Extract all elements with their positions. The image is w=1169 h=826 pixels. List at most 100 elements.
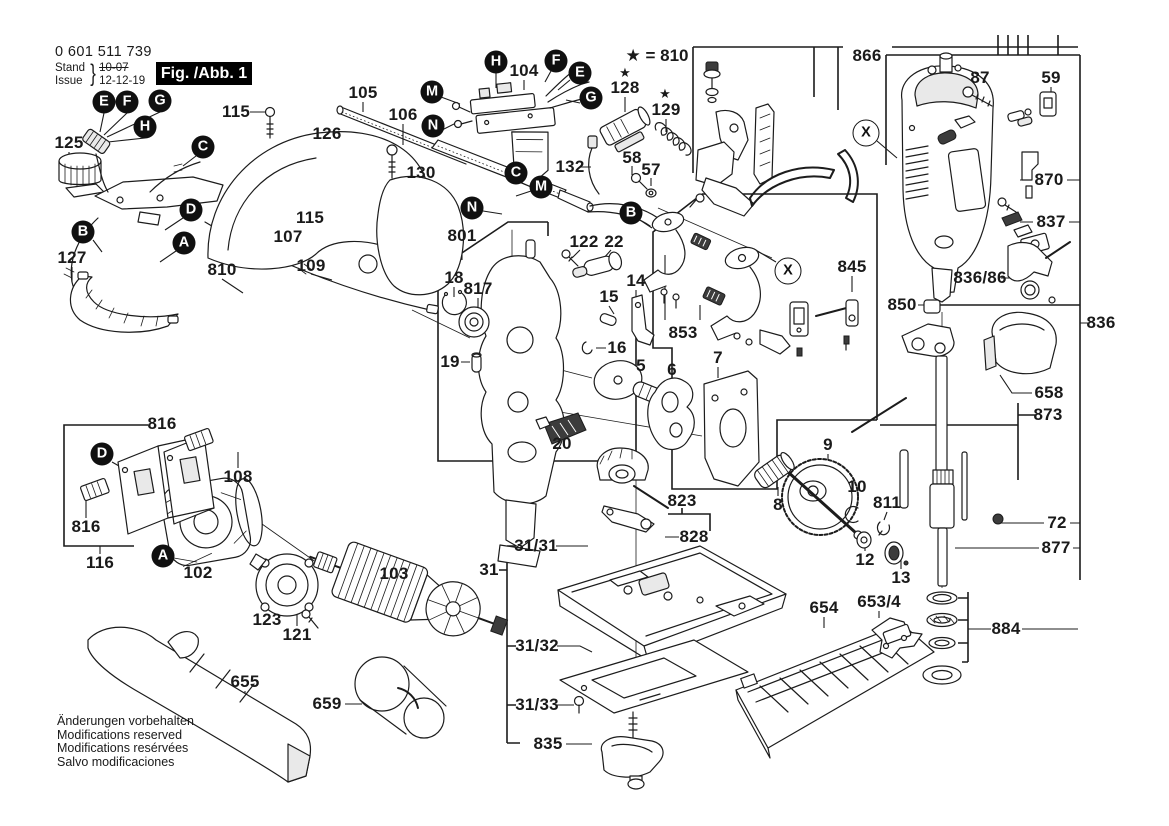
issue-label: Issue: [55, 74, 83, 87]
part-label-72: 72: [1047, 513, 1067, 532]
part-label-884: 884: [991, 619, 1021, 638]
callout-C: C: [191, 135, 215, 159]
figure-title-badge: Fig. /Abb. 1: [156, 62, 252, 85]
part-label-57: 57: [641, 160, 661, 179]
part-label-129: 129: [651, 100, 681, 119]
part-835-clamp: [600, 711, 664, 790]
brace-glyph: }: [90, 60, 96, 88]
part-label-5: 5: [636, 356, 646, 375]
part-label-836: 836: [1086, 313, 1116, 332]
part-115-screw-top: [264, 106, 276, 139]
part-58-57-screw-washer: [630, 172, 657, 198]
callout-G: G: [579, 86, 603, 110]
star-marker-1: ★: [619, 65, 631, 80]
part-31-33-screw: [573, 695, 585, 714]
document-part-number: 0 601 511 739: [55, 44, 152, 60]
part-653-4-adapter: [871, 617, 923, 659]
callout-A: A: [151, 544, 175, 568]
callout-H: H: [484, 50, 508, 74]
part-label-103: 103: [379, 564, 409, 583]
part-label-115: 115: [295, 208, 325, 227]
part-128-slider: [599, 106, 651, 153]
footer-disclaimer: Änderungen vorbehalten Modifications res…: [57, 714, 194, 769]
stand-label: Stand: [55, 62, 86, 74]
part-19-pin: [471, 352, 482, 373]
part-label-18: 18: [444, 268, 464, 287]
callout-C: C: [504, 161, 528, 185]
part-845-group: [789, 299, 859, 357]
part-label-816: 816: [71, 517, 101, 536]
part-655-nozzle: [87, 626, 312, 783]
part-label-817: 817: [463, 279, 493, 298]
part-label-9: 9: [823, 435, 833, 454]
part-label-102: 102: [183, 563, 213, 582]
callout-F: F: [115, 90, 139, 114]
part-label-12: 12: [855, 550, 875, 569]
part-label-122: 122: [569, 232, 599, 251]
part-870-brush-holder: [1021, 151, 1039, 199]
part-label-7: 7: [713, 348, 723, 367]
part-label-877: 877: [1041, 538, 1071, 557]
part-658-cover: [983, 311, 1057, 375]
part-828-roller-lever: [601, 505, 655, 533]
part-label-866: 866: [852, 46, 882, 65]
part-659-adapter: [354, 656, 447, 739]
part-label-8: 8: [773, 495, 783, 514]
part-873-plunger: [851, 299, 1004, 587]
part-label-108: 108: [223, 467, 253, 486]
part-label-816: 816: [147, 414, 177, 433]
part-label-658: 658: [1034, 383, 1064, 402]
part-850-motor: [901, 52, 994, 303]
part-label-106: 106: [388, 105, 418, 124]
part-label-20: 20: [552, 434, 572, 453]
part-label-19: 19: [440, 352, 460, 371]
part-20-wedge: [535, 412, 587, 445]
part-123-bearing-flange: [249, 553, 319, 617]
part-label-811: 811: [872, 493, 902, 512]
part-label-810: 810: [207, 260, 237, 279]
part-label-31-31: 31/31: [514, 536, 558, 555]
part-label-31: 31: [479, 560, 499, 579]
part-label-845: 845: [837, 257, 867, 276]
issue-value: 12-12-19: [99, 74, 146, 87]
part-6-lever: [647, 377, 695, 450]
part-label-653-4: 653/4: [857, 592, 901, 611]
callout-X: X: [852, 119, 880, 147]
part-label-873: 873: [1033, 405, 1063, 424]
callout-B: B: [71, 220, 95, 244]
part-31-31-base-assembly: [557, 545, 787, 661]
part-label-13: 13: [891, 568, 911, 587]
part-884-washer-stack: [922, 591, 962, 685]
part-label-123: 123: [252, 610, 282, 629]
part-87-screw: [937, 86, 1032, 145]
part-116-brush-assembly: [80, 427, 215, 535]
part-10-12-13-811-washers: [844, 505, 909, 566]
part-59-contact: [1017, 91, 1057, 127]
part-label-87: 87: [970, 68, 990, 87]
part-label-850: 850: [887, 295, 917, 314]
part-label-655: 655: [230, 672, 260, 691]
part-8-pinion: [754, 451, 795, 489]
footer-line-en: Modifications reserved: [57, 727, 183, 742]
callout-A: A: [172, 231, 196, 255]
part-label-128: 128: [610, 78, 640, 97]
part-126-handle: [207, 131, 465, 296]
part-823-roller-guide: [596, 447, 669, 509]
part-label-16: 16: [607, 338, 627, 357]
part-7-cover-plate: [703, 370, 760, 487]
part-125-speed-dial: [58, 152, 105, 198]
part-31-32-insert-plate: [559, 639, 749, 714]
part-129-spring: [654, 122, 692, 156]
part-label-10: 10: [847, 477, 867, 496]
part-label-659: 659: [312, 694, 342, 713]
part-label-15: 15: [599, 287, 619, 306]
part-switch-screws-MN: [451, 101, 473, 129]
part-label-828: 828: [679, 527, 709, 546]
star-legend-note: ★ = 810: [625, 46, 689, 65]
callout-G: G: [148, 89, 172, 113]
part-103-armature: [309, 541, 509, 637]
callout-E: E: [92, 90, 116, 114]
part-130-screw: [386, 144, 398, 179]
part-label-835: 835: [533, 734, 563, 753]
